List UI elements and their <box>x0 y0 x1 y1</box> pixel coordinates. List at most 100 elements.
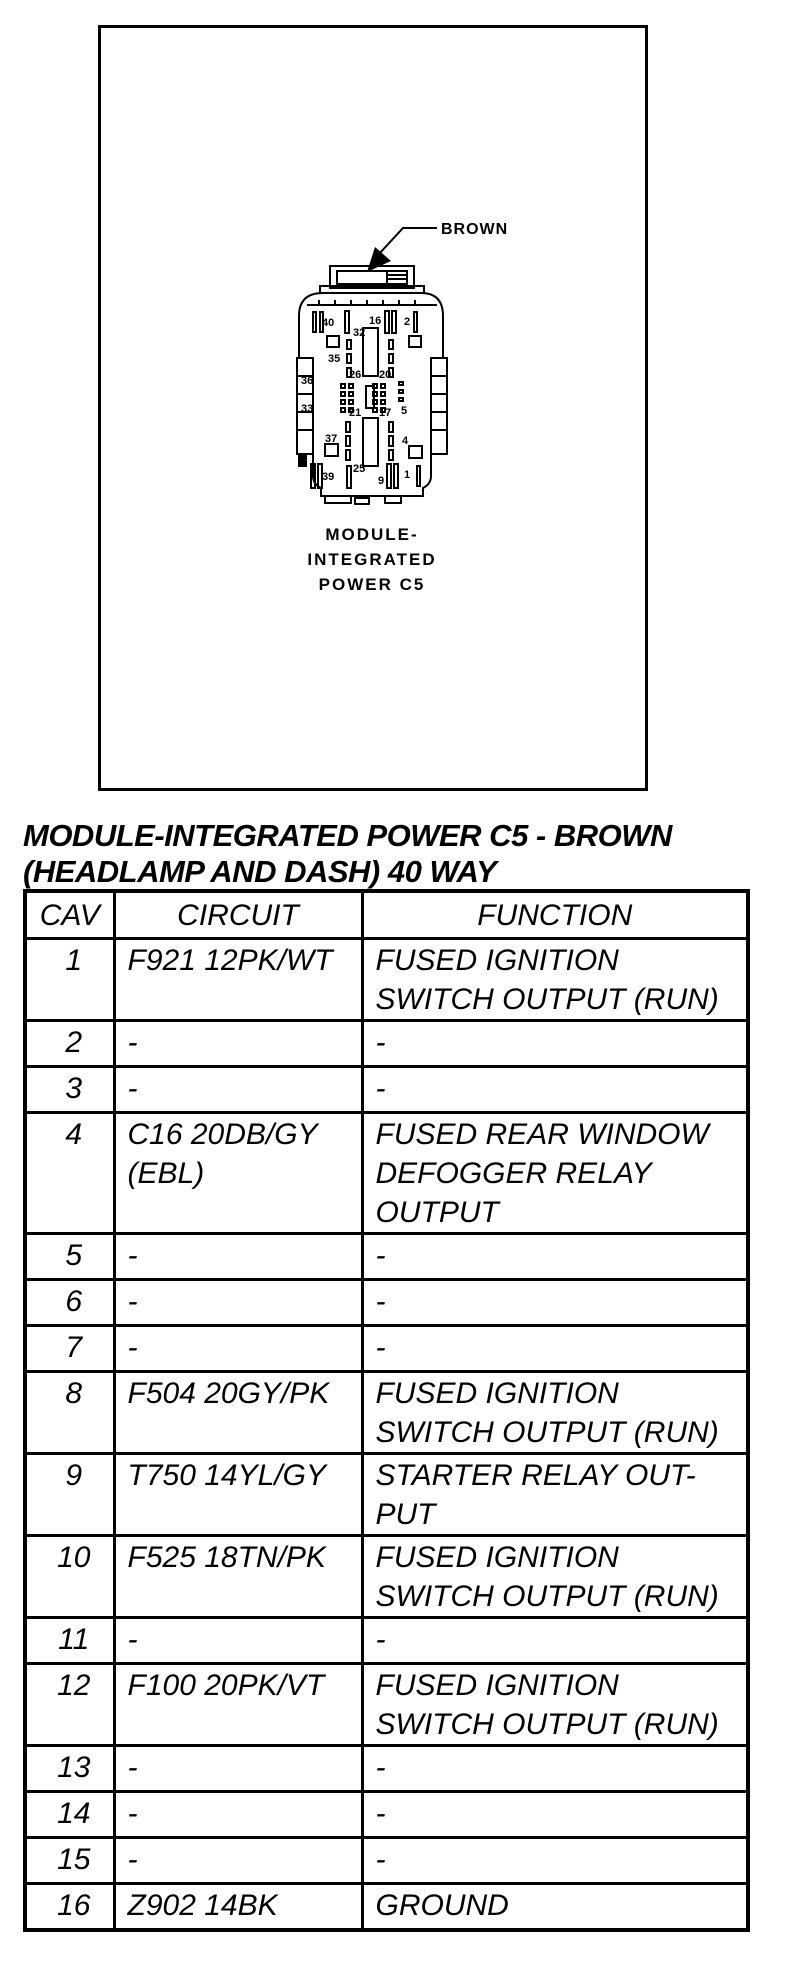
cell-circuit: C16 20DB/GY (EBL) <box>112 1111 364 1235</box>
cell-function: - <box>360 1324 750 1373</box>
cell-function: FUSED IGNITION SWITCH OUTPUT (RUN) <box>360 937 750 1022</box>
pin-label: 40 <box>322 317 334 329</box>
cell-cav: 6 <box>23 1278 116 1327</box>
pin-label: 5 <box>401 405 407 417</box>
pin-label: 25 <box>353 463 365 475</box>
cell-function: STARTER RELAY OUT- PUT <box>360 1452 750 1537</box>
cell-cav: 12 <box>23 1662 116 1747</box>
cell-cav: 3 <box>23 1065 116 1114</box>
cell-cav: 7 <box>23 1324 116 1373</box>
cell-function: FUSED IGNITION SWITCH OUTPUT (RUN) <box>360 1534 750 1619</box>
table-row: 15-- <box>23 1836 750 1885</box>
pin-label: 9 <box>378 475 384 487</box>
cell-function: - <box>360 1232 750 1281</box>
cell-cav: 10 <box>23 1534 116 1619</box>
table-header-row: CAV CIRCUIT FUNCTION <box>23 889 750 940</box>
pin-label: 39 <box>322 471 334 483</box>
connector-diagram-frame: BROWN <box>98 25 648 791</box>
pin-label: 37 <box>325 433 337 445</box>
pin-label: 1 <box>404 469 410 481</box>
pin-label: 36 <box>301 375 313 387</box>
table-row: 7-- <box>23 1324 750 1373</box>
cell-cav: 16 <box>23 1882 116 1932</box>
cell-circuit: - <box>112 1744 364 1793</box>
header-cav: CAV <box>23 889 116 940</box>
cell-cav: 4 <box>23 1111 116 1235</box>
cell-circuit: F525 18TN/PK <box>112 1534 364 1619</box>
table-row: 5-- <box>23 1232 750 1281</box>
cell-circuit: - <box>112 1065 364 1114</box>
cell-cav: 9 <box>23 1452 116 1537</box>
cell-function: - <box>360 1836 750 1885</box>
connector-diagram: BROWN <box>296 221 508 594</box>
pin-label: 2 <box>404 316 410 328</box>
table-row: 6-- <box>23 1278 750 1327</box>
cell-circuit: - <box>112 1616 364 1665</box>
connector-body <box>296 265 448 505</box>
cell-function: - <box>360 1744 750 1793</box>
cell-cav: 14 <box>23 1790 116 1839</box>
header-circuit: CIRCUIT <box>112 889 364 940</box>
pin-label: 17 <box>379 407 391 419</box>
page-title-line2: (HEADLAMP AND DASH) 40 WAY <box>23 854 497 889</box>
cell-function: FUSED IGNITION SWITCH OUTPUT (RUN) <box>360 1662 750 1747</box>
cell-cav: 13 <box>23 1744 116 1793</box>
pin-label: 16 <box>369 315 381 327</box>
cell-circuit: T750 14YL/GY <box>112 1452 364 1537</box>
header-function: FUNCTION <box>360 889 750 940</box>
cell-cav: 8 <box>23 1370 116 1455</box>
table-row: 3-- <box>23 1065 750 1114</box>
cell-cav: 5 <box>23 1232 116 1281</box>
cell-function: - <box>360 1616 750 1665</box>
cell-circuit: Z902 14BK <box>112 1882 364 1932</box>
cell-cav: 11 <box>23 1616 116 1665</box>
cell-circuit: - <box>112 1790 364 1839</box>
connector-cavities <box>310 310 423 489</box>
cell-circuit: - <box>112 1232 364 1281</box>
pin-label: 35 <box>328 353 340 365</box>
cell-cav: 2 <box>23 1019 116 1068</box>
pin-label: 4 <box>402 435 409 447</box>
pin-numbers: 40 32 16 2 35 36 26 20 33 21 17 5 37 4 3… <box>301 315 410 487</box>
table-row: 11-- <box>23 1616 750 1665</box>
pin-label: 26 <box>349 369 361 381</box>
cell-cav: 15 <box>23 1836 116 1885</box>
cell-circuit: F100 20PK/VT <box>112 1662 364 1747</box>
cell-circuit: - <box>112 1019 364 1068</box>
cell-circuit: - <box>112 1278 364 1327</box>
page-title-line1: MODULE-INTEGRATED POWER C5 - BROWN <box>23 818 672 853</box>
cell-function: - <box>360 1065 750 1114</box>
caption-line: POWER C5 <box>319 575 426 594</box>
cell-circuit: - <box>112 1324 364 1373</box>
cell-circuit: F921 12PK/WT <box>112 937 364 1022</box>
page-title: MODULE-INTEGRATED POWER C5 - BROWN (HEAD… <box>23 818 763 890</box>
cell-function: - <box>360 1019 750 1068</box>
pin-label: 33 <box>301 403 313 415</box>
cell-function: GROUND <box>360 1882 750 1932</box>
caption-line: MODULE- <box>325 525 418 544</box>
pin-label: 20 <box>379 369 391 381</box>
connector-caption: MODULE- INTEGRATED POWER C5 <box>307 525 436 594</box>
cell-function: - <box>360 1278 750 1327</box>
cell-function: FUSED REAR WINDOW DEFOGGER RELAY OUTPUT <box>360 1111 750 1235</box>
table-row: 13-- <box>23 1744 750 1793</box>
caption-line: INTEGRATED <box>307 550 436 569</box>
cell-circuit: F504 20GY/PK <box>112 1370 364 1455</box>
cell-function: FUSED IGNITION SWITCH OUTPUT (RUN) <box>360 1370 750 1455</box>
table-row: 2-- <box>23 1019 750 1068</box>
connector-color-label: BROWN <box>441 221 508 238</box>
table-row: 14-- <box>23 1790 750 1839</box>
cell-circuit: - <box>112 1836 364 1885</box>
pin-label: 21 <box>349 407 361 419</box>
cell-function: - <box>360 1790 750 1839</box>
